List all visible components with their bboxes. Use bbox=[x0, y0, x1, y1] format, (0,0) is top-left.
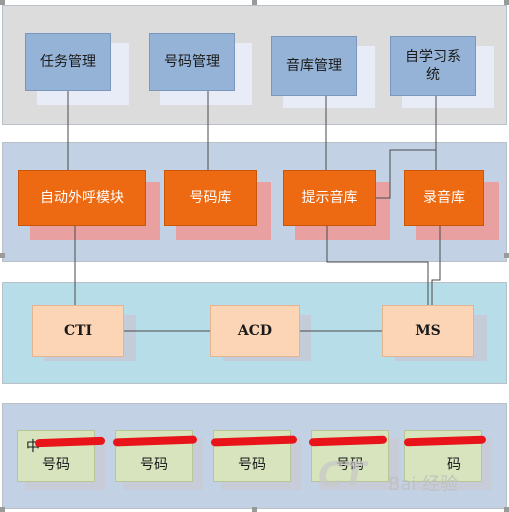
audio-library-management-box: 音库管理 bbox=[271, 36, 357, 96]
recording-library-box: 录音库 bbox=[404, 170, 484, 226]
number-source-label: 码 bbox=[447, 457, 461, 473]
selection-handle[interactable] bbox=[504, 507, 509, 512]
auto-dialer-module-box: 自动外呼模块 bbox=[18, 170, 146, 226]
watermark-logo: CT bbox=[318, 455, 367, 495]
selection-handle[interactable] bbox=[0, 507, 5, 512]
number-management-box: 号码管理 bbox=[149, 33, 235, 91]
number-library-box: 号码库 bbox=[164, 170, 257, 226]
ms-box: MS bbox=[382, 305, 474, 357]
self-learning-system-box: 自学习系统 bbox=[390, 36, 476, 96]
selection-handle[interactable] bbox=[504, 0, 509, 5]
number-source-label: 号码 bbox=[336, 457, 364, 473]
number-source-label: 号码 bbox=[42, 457, 70, 473]
cti-box: CTI bbox=[32, 305, 124, 357]
number-source-label: 号码 bbox=[140, 457, 168, 473]
number-source-label: 号码 bbox=[238, 457, 266, 473]
selection-handle[interactable] bbox=[252, 507, 257, 512]
task-management-box: 任务管理 bbox=[25, 33, 111, 91]
watermark-text: Bai 经验 bbox=[388, 474, 459, 495]
selection-handle[interactable] bbox=[504, 253, 509, 258]
selection-handle[interactable] bbox=[0, 0, 5, 5]
selection-handle[interactable] bbox=[0, 253, 5, 258]
acd-box: ACD bbox=[210, 305, 300, 357]
selection-handle[interactable] bbox=[252, 0, 257, 5]
prompt-audio-library-box: 提示音库 bbox=[283, 170, 376, 226]
